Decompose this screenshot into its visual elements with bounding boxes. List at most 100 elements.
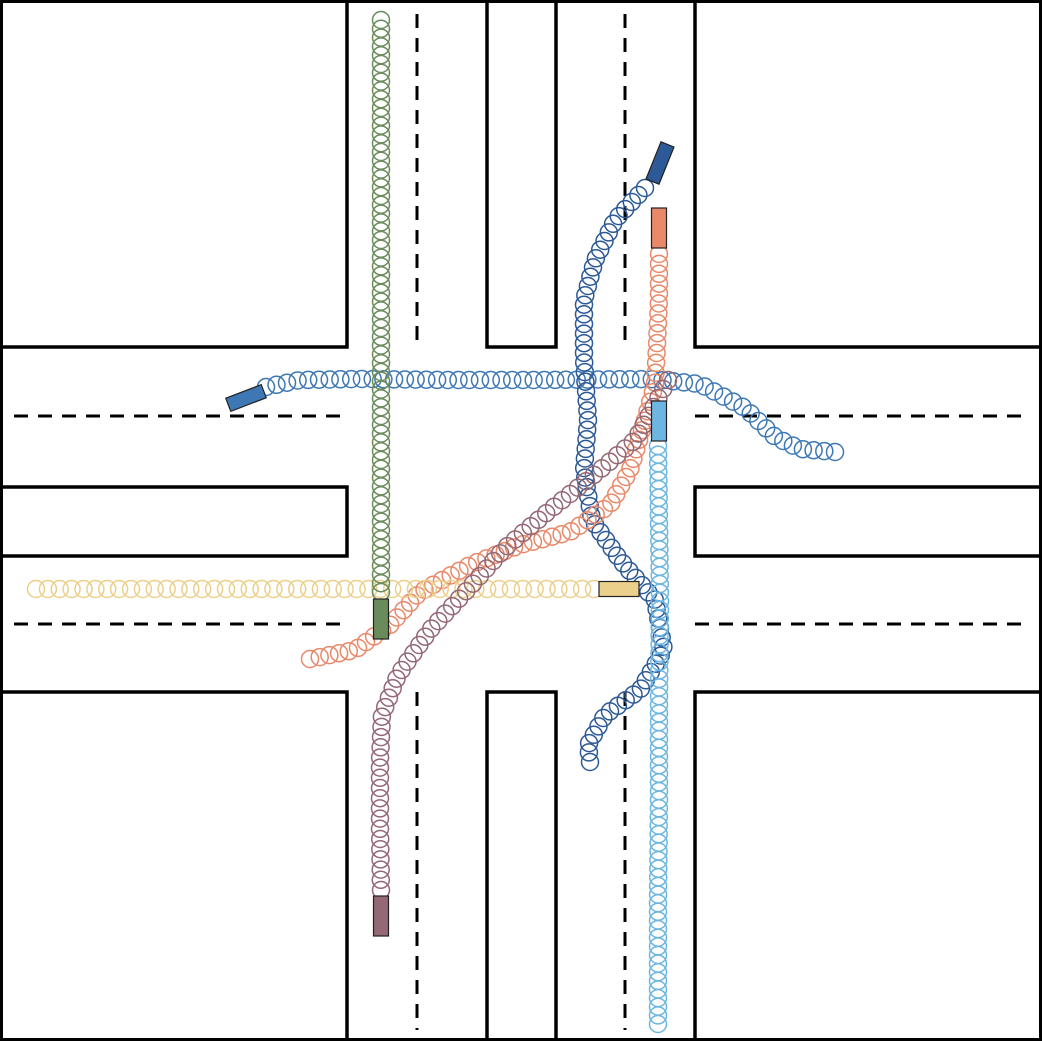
trajectory-point [658, 370, 678, 390]
trajectory-point [394, 579, 414, 599]
trajectory-point [649, 304, 668, 323]
trajectory-point [370, 758, 390, 777]
trajectory-point [287, 579, 307, 599]
trajectory-point [97, 579, 117, 599]
trajectory-point [311, 579, 331, 599]
trajectory-point [704, 382, 724, 401]
trajectory-point [50, 579, 69, 599]
trajectory-point [490, 544, 510, 563]
trajectory-point [26, 579, 46, 599]
trajectory-point [329, 643, 349, 663]
vehicle-salmon-top [650, 207, 668, 249]
trajectory-point [298, 370, 318, 390]
trajectory-point [635, 178, 655, 198]
trajectory-point [228, 579, 248, 599]
trajectory-point [574, 353, 594, 372]
trajectory-point [815, 441, 834, 461]
trajectory-point [449, 589, 469, 608]
trajectory-point [653, 370, 672, 390]
trajectory-point [552, 524, 571, 544]
trajectory-point [649, 294, 669, 313]
trajectory-point [394, 600, 413, 620]
trajectory-point [323, 579, 343, 599]
trajectory-point [310, 647, 329, 667]
curb-bottom-left [0, 690, 349, 1041]
vehicle-mauve [372, 895, 390, 937]
trajectory-point [549, 579, 568, 599]
trajectory-point [764, 426, 784, 446]
trajectories [26, 10, 845, 1034]
trajectory-point [181, 579, 200, 599]
trajectory-point [576, 439, 595, 459]
trajectory-point [422, 619, 441, 638]
trajectory-point [579, 733, 599, 753]
trajectory-point [579, 743, 599, 762]
trajectory-point [581, 267, 600, 286]
trajectory-point [533, 529, 552, 549]
trajectory-mauve [370, 370, 678, 900]
trajectory-point [441, 566, 460, 585]
trajectory-point [647, 333, 667, 353]
trajectory-point [370, 778, 390, 798]
curb-top-median [485, 0, 558, 349]
trajectory-sky-blue [648, 436, 670, 1034]
trajectory-point [586, 249, 606, 268]
trajectory-point [348, 638, 368, 658]
trajectory-point [600, 702, 620, 721]
trajectory-point [341, 369, 361, 389]
trajectory-point [556, 370, 576, 390]
trajectory-point [320, 645, 339, 665]
trajectory-point [621, 369, 640, 389]
trajectory-point [38, 579, 58, 599]
trajectory-point [610, 370, 629, 389]
trajectory-point [524, 370, 543, 390]
trajectory-point [513, 370, 533, 390]
trajectory-point [157, 579, 176, 599]
trajectory-point [575, 449, 595, 468]
trajectory-point [620, 561, 639, 580]
trajectory-point [335, 579, 354, 599]
trajectory-point [371, 860, 390, 879]
trajectory-point [574, 324, 594, 343]
trajectory-point [783, 436, 803, 455]
trajectory-point [576, 286, 595, 305]
trajectory-point [456, 581, 476, 601]
trajectory-point [309, 370, 329, 389]
trajectory-point [622, 192, 642, 212]
trajectory-point [629, 185, 648, 205]
trajectory-point [371, 870, 391, 890]
lane-markings [14, 14, 1030, 1030]
trajectory-point [276, 579, 295, 599]
trajectory-point [370, 788, 390, 808]
vehicle-yellow [598, 580, 640, 598]
trajectory-point [561, 579, 580, 599]
trajectory-salmon-top [300, 244, 669, 669]
trajectory-point [372, 717, 391, 737]
trajectory-point [574, 343, 594, 363]
trajectory-point [653, 379, 673, 399]
vehicle-olive-green [372, 598, 390, 640]
trajectory-point [267, 375, 286, 395]
trajectory-point [629, 424, 648, 443]
curb-bottom-median [485, 690, 558, 1041]
trajectory-point [375, 697, 395, 717]
trajectory-point [429, 611, 448, 631]
trajectory-point [616, 467, 636, 487]
trajectory-point [583, 258, 603, 277]
trajectory-point [481, 370, 501, 390]
trajectory-point [463, 574, 483, 593]
trajectory-point [489, 579, 509, 599]
trajectory-point [647, 343, 666, 363]
trajectory-point [121, 579, 141, 599]
trajectory-point [371, 738, 390, 757]
trajectory-point [133, 579, 153, 599]
trajectory-point [470, 370, 490, 390]
trajectory-point [603, 214, 623, 234]
trajectory-point [288, 371, 307, 390]
trajectory-point [450, 561, 469, 580]
trajectory-point [370, 768, 390, 788]
trajectory-point [371, 839, 390, 859]
trajectory-point [331, 370, 350, 389]
